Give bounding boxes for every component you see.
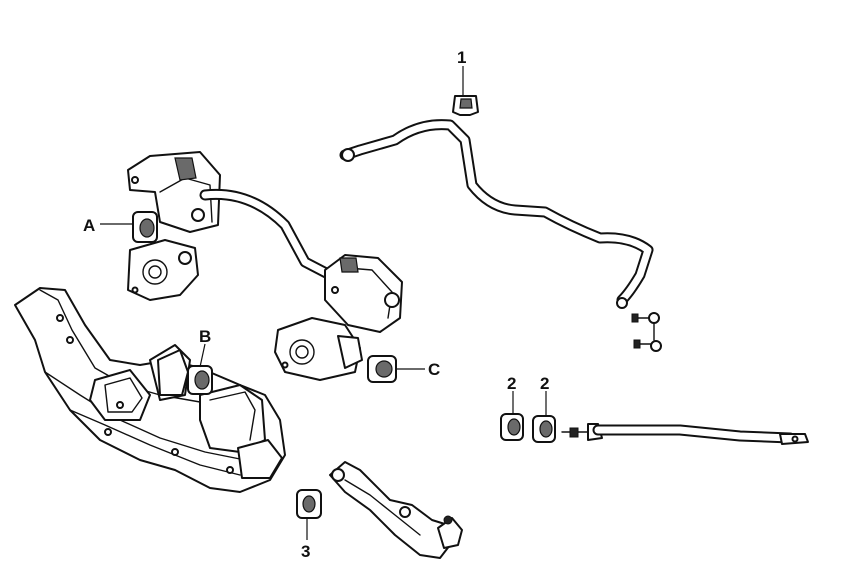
stabilizer-bushing-1 [452, 95, 479, 116]
bushing-b [157, 349, 213, 396]
bushing-c [367, 355, 397, 383]
control-arm-bushing-3 [296, 489, 322, 519]
callout-bushing-b: B [199, 327, 211, 346]
tension-rod-bushing-left [500, 413, 524, 441]
callout-part-2-left: 2 [507, 374, 516, 393]
tension-rod-bushing-right [532, 415, 556, 443]
callout-part-3: 3 [301, 542, 310, 561]
stabilizer-end-link [631, 312, 662, 352]
bushing-a [132, 211, 158, 243]
leader-lines [100, 66, 547, 540]
bushing-c-bracket [274, 317, 363, 381]
bushing-a-bracket [127, 239, 199, 301]
callout-part-2-right: 2 [540, 374, 549, 393]
front-subframe [14, 287, 286, 493]
callout-bushing-a: A [83, 216, 95, 235]
lower-control-arm [329, 461, 463, 559]
callout-part-1: 1 [457, 48, 466, 67]
bar-clamp-bracket [127, 151, 336, 281]
stabilizer-bar [339, 119, 654, 309]
tension-rod [561, 423, 809, 445]
bar-clamp-bracket-right [324, 254, 403, 333]
callout-bushing-c: C [428, 360, 440, 379]
